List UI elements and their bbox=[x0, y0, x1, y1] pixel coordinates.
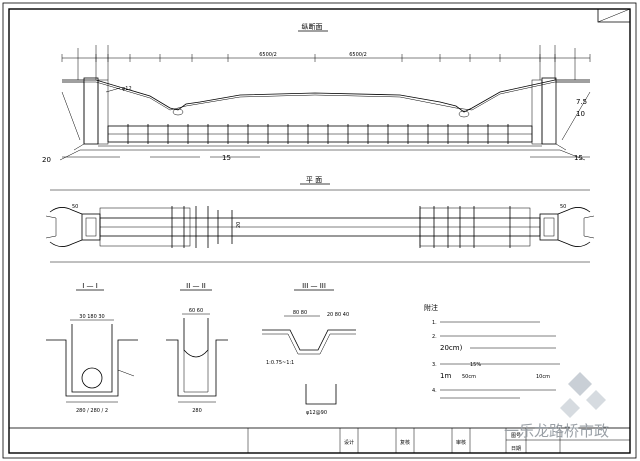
barrel-joints bbox=[127, 124, 509, 144]
plan-right-outlet-inner bbox=[543, 217, 555, 237]
rebar-label: φ12 bbox=[122, 86, 132, 92]
culvert-inlet bbox=[172, 108, 184, 116]
sec1-bottom-dims: 280 / 280 / 2 bbox=[76, 408, 108, 414]
right-wing bbox=[555, 81, 590, 151]
label-7-5: 7.5 bbox=[576, 98, 587, 106]
left-wing bbox=[62, 81, 85, 151]
label-15-right: 15 bbox=[574, 154, 583, 162]
label-10: 10 bbox=[576, 110, 585, 118]
note-item: 10cm bbox=[536, 374, 550, 380]
corner-block-diagonal bbox=[597, 8, 631, 23]
notes-list: 1. 2. 20cm) 3. 15% 1m 50cm 10cm 4. bbox=[432, 320, 560, 399]
label-20: 20 bbox=[42, 156, 51, 164]
profile-title: 纵断面 bbox=[302, 22, 323, 31]
sec1-title: I — I bbox=[82, 282, 98, 290]
plan-left-apron bbox=[45, 215, 57, 239]
plan-right-outlet bbox=[539, 213, 559, 241]
sec3-ditch bbox=[262, 329, 356, 351]
title-block-dividers bbox=[247, 428, 630, 453]
watermark-logo bbox=[560, 372, 606, 418]
plan-joints bbox=[171, 206, 511, 248]
road-profile-line-2 bbox=[62, 81, 590, 111]
sec3-rebar: φ12@90 bbox=[306, 410, 327, 416]
title-checker: 复核 bbox=[400, 439, 410, 446]
right-slope bbox=[561, 91, 591, 141]
plan-dim-50-right: 50 bbox=[560, 204, 566, 210]
title-drawing-no: 图号 bbox=[511, 433, 521, 439]
note-item: 2. bbox=[432, 334, 437, 340]
sec1-top-dims: 30 180 30 bbox=[79, 314, 104, 320]
note-item: 3. bbox=[432, 362, 437, 368]
plan-right-apron bbox=[583, 215, 595, 239]
note-item: 50cm bbox=[462, 374, 476, 380]
span-right-label: 6500/2 bbox=[349, 52, 367, 58]
span-left-label: 6500/2 bbox=[259, 52, 277, 58]
sec2-base bbox=[183, 350, 209, 393]
title-designer: 设计 bbox=[344, 439, 354, 446]
note-item: 1. bbox=[432, 320, 437, 326]
sec3-top-dims: 80 80 bbox=[293, 310, 307, 316]
profile-extension-lines bbox=[77, 45, 576, 80]
sec2-trench bbox=[166, 339, 228, 397]
right-headwall bbox=[541, 77, 557, 145]
road-profile-line bbox=[62, 79, 590, 113]
title-reviewer: 审核 bbox=[456, 439, 466, 446]
inner-frame bbox=[8, 8, 631, 454]
note-item: 4. bbox=[432, 388, 437, 394]
left-headwall-inner bbox=[97, 79, 109, 145]
sec3-slope: 1:0.75~1:1 bbox=[266, 360, 294, 366]
sec2-channel bbox=[183, 318, 209, 358]
label-15-left: 15 bbox=[222, 154, 231, 162]
plan-left-wings bbox=[49, 207, 83, 247]
title-date: 日期 bbox=[511, 446, 521, 452]
plan-right-wings bbox=[557, 207, 591, 247]
plan-dim-50-left: 50 bbox=[72, 204, 78, 210]
right-headwall-inner bbox=[531, 79, 543, 145]
sec2-top-dims: 60 60 bbox=[189, 308, 203, 314]
culvert-outlet bbox=[458, 110, 470, 118]
sec1-pipe bbox=[81, 367, 103, 389]
sec2-bottom-dims: 280 bbox=[192, 408, 202, 414]
sec3-title: III — III bbox=[302, 282, 326, 290]
plan-left-inlet-inner bbox=[85, 217, 97, 237]
sec3-ditch-lining bbox=[262, 333, 356, 355]
note-item: 15% bbox=[470, 362, 481, 368]
rebar-leader bbox=[105, 87, 121, 93]
plan-dim-20: 20 bbox=[236, 222, 242, 228]
notes-heading: 附注 bbox=[424, 303, 438, 312]
title-block bbox=[8, 427, 631, 454]
note-item: 1m bbox=[440, 372, 451, 380]
sec1-leader bbox=[117, 369, 135, 377]
sec3-top-dims2: 20 80 40 bbox=[327, 312, 349, 318]
left-headwall bbox=[83, 77, 99, 145]
ground-line bbox=[59, 149, 586, 161]
note-item: 20cm) bbox=[440, 344, 463, 352]
left-slope bbox=[61, 91, 81, 141]
sec3-rebar-detail bbox=[305, 384, 337, 405]
sec1-trench bbox=[46, 339, 138, 397]
plan-title: 平 面 bbox=[306, 176, 322, 184]
plan-left-inlet bbox=[81, 213, 101, 241]
sec2-title: II — II bbox=[186, 282, 206, 290]
watermark-text: 一乐龙路桥市政 bbox=[504, 422, 609, 440]
sec1-wall bbox=[71, 324, 113, 393]
